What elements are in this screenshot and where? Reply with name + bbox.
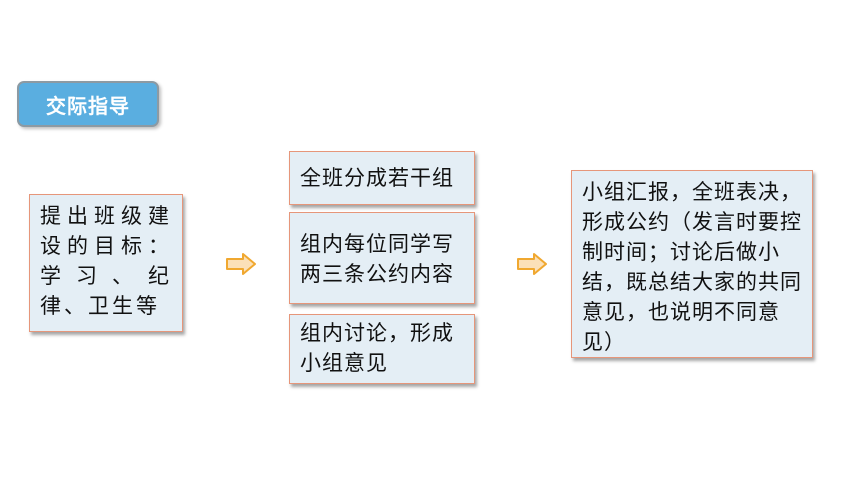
report-box: 小组汇报，全班表决，形成公约（发言时要控制时间；讨论后做小结，既总结大家的共同意… xyxy=(571,170,813,358)
section-badge-label: 交际指导 xyxy=(46,93,130,118)
step-box-discuss: 组内讨论，形成小组意见 xyxy=(289,314,475,384)
step1-text: 全班分成若干组 xyxy=(300,166,454,190)
right-arrow-icon xyxy=(226,253,256,275)
step-box-groups: 全班分成若干组 xyxy=(289,151,475,205)
report-text: 小组汇报，全班表决，形成公约（发言时要控制时间；讨论后做小结，既总结大家的共同意… xyxy=(582,180,802,354)
right-arrow-icon xyxy=(517,253,547,275)
step3-text: 组内讨论，形成小组意见 xyxy=(300,321,454,375)
step2-text: 组内每位同学写两三条公约内容 xyxy=(300,232,454,286)
goal-box: 提出班级建设的目标：学习、纪律、卫生等 xyxy=(29,194,183,332)
step-box-write: 组内每位同学写两三条公约内容 xyxy=(289,212,475,304)
goal-text: 提出班级建设的目标：学习、纪律、卫生等 xyxy=(40,204,172,318)
section-badge: 交际指导 xyxy=(17,81,159,127)
